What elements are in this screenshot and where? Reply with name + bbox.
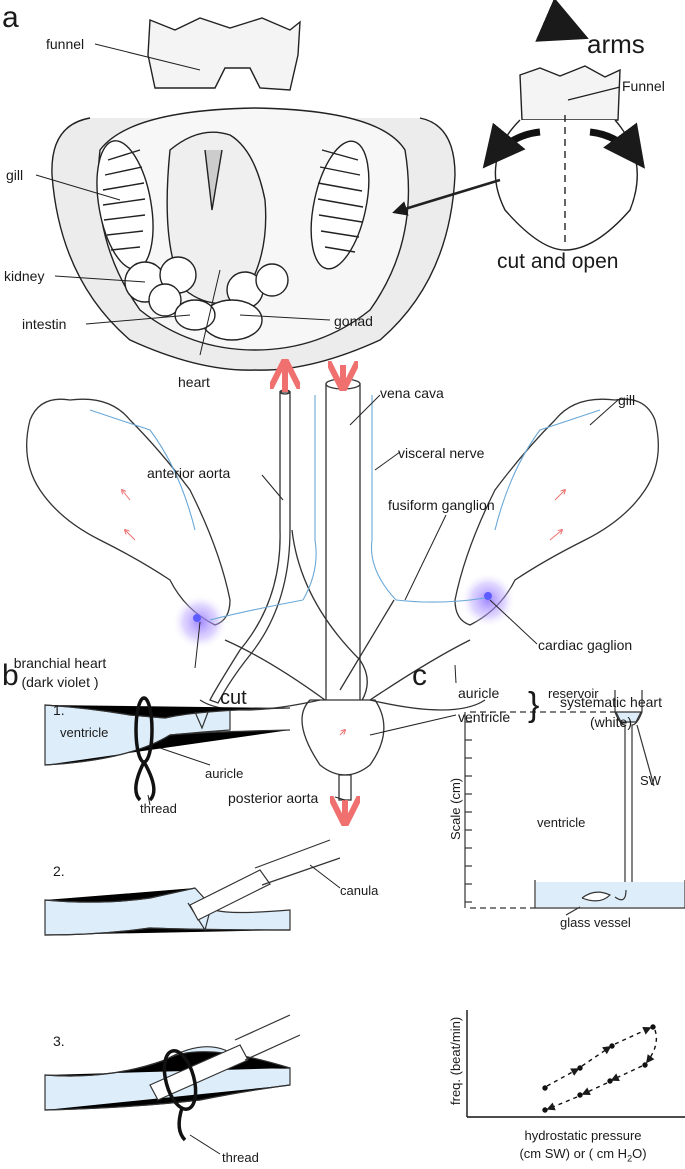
panel-label-b: b (2, 659, 19, 692)
label-canula: canula (340, 883, 379, 898)
label-intestin: intestin (22, 316, 67, 332)
label-reservoir: reservoir (548, 686, 599, 701)
label-funnel-right: Funnel (622, 78, 665, 94)
label-anterior-aorta: anterior aorta (147, 465, 231, 481)
nerves (89, 395, 601, 621)
label-freq: freq. (beat/min) (448, 1016, 463, 1105)
circulation-diagram (26, 378, 659, 801)
label-heart: heart (178, 374, 210, 390)
label-systematic-heart: systematic heart (560, 694, 662, 710)
label-scale: Scale (cm) (448, 777, 463, 840)
label-glass-vessel: glass vessel (560, 915, 631, 930)
label-kidney: kidney (4, 268, 45, 284)
label-cut-and-open: cut and open (497, 250, 619, 273)
cannulation-steps (44, 696, 341, 1142)
label-gill-bottom: gill (618, 392, 636, 408)
pressure-frequency-plot (466, 1010, 685, 1118)
label-dark-violet: (dark violet ) (21, 674, 99, 690)
pressure-apparatus (464, 690, 685, 916)
leader-lines-bottom (194, 394, 619, 801)
label-white: (white) (589, 714, 632, 730)
leader-lines-b (147, 747, 341, 1155)
label-gonad: gonad (334, 313, 373, 329)
label-step3: 3. (53, 1033, 65, 1049)
label-visceral-nerve: visceral nerve (398, 445, 485, 461)
label-thread-3: thread (222, 1150, 259, 1165)
brace: } (528, 686, 540, 724)
label-thread-1: thread (140, 801, 177, 816)
label-step1: 1. (53, 702, 65, 718)
panel-label-a: a (2, 1, 19, 34)
dissection-drawing (51, 17, 456, 371)
leader-lines-top (35, 43, 331, 356)
label-step2: 2. (53, 863, 65, 879)
label-funnel: funnel (46, 36, 85, 52)
label-vena-cava: vena cava (380, 385, 444, 401)
label-x1: hydrostatic pressure (524, 1128, 642, 1143)
label-arms: arms (587, 29, 645, 59)
label-b-auricle: auricle (205, 766, 244, 781)
label-cardiac-gaglion: cardiac gaglion (538, 637, 633, 653)
label-branchial-heart: branchial heart (13, 655, 107, 671)
panel-label-c: c (412, 659, 427, 692)
label-ventricle: ventricle (458, 709, 511, 725)
label-cut: cut (220, 687, 247, 709)
cut-schematic (392, 0, 646, 251)
flow-arrows (122, 365, 565, 820)
label-gill-top: gill (6, 167, 24, 183)
label-c-ventricle: ventricle (537, 815, 586, 830)
label-auricle: auricle (458, 685, 500, 701)
label-sw: SW (640, 773, 661, 788)
label-fusiform-ganglion: fusiform ganglion (388, 497, 495, 513)
label-posterior-aorta: posterior aorta (228, 790, 319, 806)
label-b-ventricle: ventricle (60, 725, 109, 740)
label-x2: (cm SW) or ( cm H2O) (519, 1146, 647, 1164)
